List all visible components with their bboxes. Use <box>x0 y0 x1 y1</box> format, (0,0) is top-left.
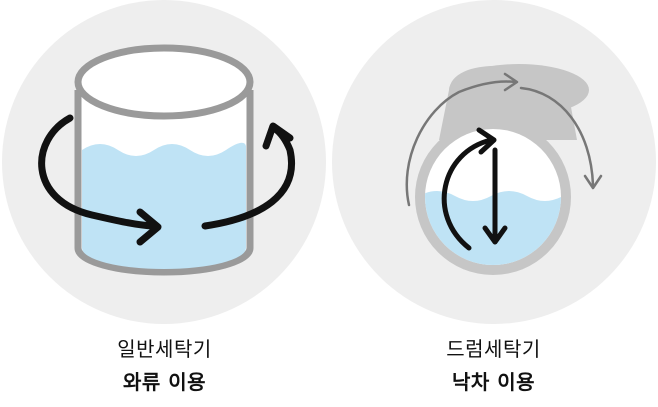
washer-name-label: 일반세탁기 <box>117 337 212 361</box>
rotation-arrowhead-top <box>503 72 519 92</box>
rotation-arrow-right <box>519 86 595 187</box>
drum-washer-panel: 드럼세탁기 낙차 이용 <box>329 0 658 407</box>
top-loader-panel: 일반세탁기 와류 이용 <box>2 0 326 394</box>
washing-method-label: 낙차 이용 <box>451 370 536 394</box>
water <box>82 142 246 269</box>
rotation-arrowhead-right <box>583 174 603 190</box>
bucket-rim <box>74 44 254 120</box>
washer-name-label: 드럼세탁기 <box>446 337 541 361</box>
vortex-arrow-left <box>38 114 156 230</box>
vortex-arrowhead-left <box>136 208 162 246</box>
rotation-arrow-top <box>405 80 517 207</box>
vortex-arrowhead-right <box>262 122 294 150</box>
horizontal-drum-drop-icon <box>332 0 656 324</box>
drop-arrowhead <box>482 225 508 245</box>
vertical-drum-vortex-icon <box>2 0 326 324</box>
lift-arrowhead <box>476 127 497 155</box>
lift-arrow <box>441 137 494 251</box>
drum-back <box>449 64 589 116</box>
washing-method-label: 와류 이용 <box>122 370 207 394</box>
